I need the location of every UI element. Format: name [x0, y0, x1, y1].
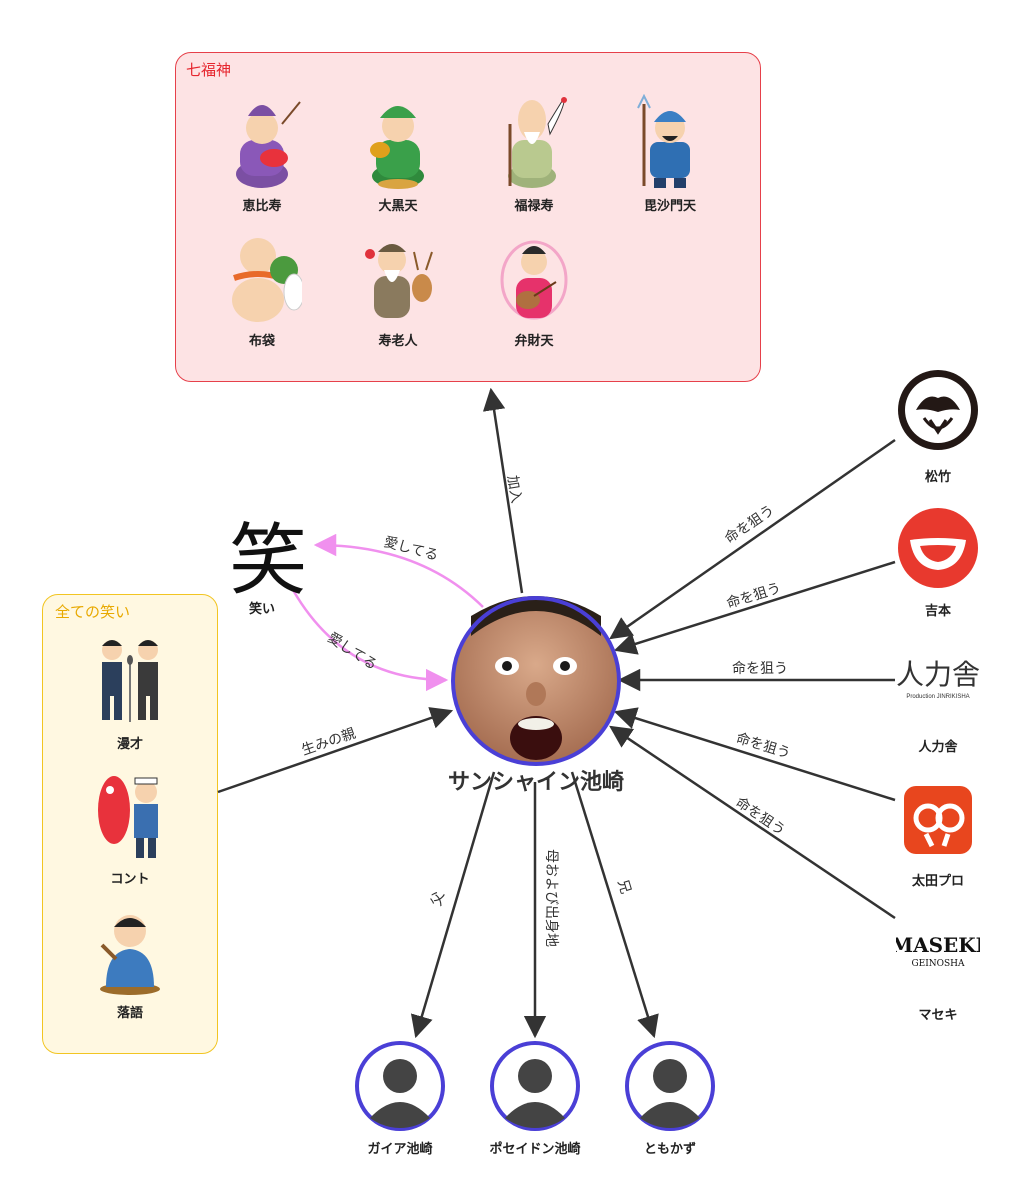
center-name: サンシャイン池崎: [447, 770, 624, 795]
person-gaia: [354, 1040, 446, 1132]
edge-love-2: [291, 589, 449, 692]
god-label: 布袋: [248, 334, 275, 349]
comedy-label: 漫才: [116, 737, 143, 752]
comedy-label: 落語: [116, 1006, 143, 1021]
group-title: 七福神: [186, 61, 232, 79]
edge-label-love-1: 愛してる: [382, 534, 440, 564]
jurojin-figure: [358, 230, 438, 326]
edge-origin: [217, 707, 454, 794]
fukurokuju-figure: [494, 94, 574, 190]
comedy-label: コント: [110, 872, 150, 887]
group-shichifukujin: 七福神: [175, 52, 761, 382]
ebisu-figure: [222, 94, 302, 190]
benzaiten-figure: [494, 230, 574, 326]
warai-kanji: 笑: [229, 516, 308, 606]
edge-label-target: 命を狙う: [732, 660, 788, 677]
god-label: 大黒天: [378, 199, 418, 214]
jinrikisha-logo-subtext: Production JINRIKISHA: [906, 694, 969, 700]
ota-pro-logo: [896, 778, 980, 862]
god-label: 毘沙門天: [643, 199, 696, 214]
edge-target-ota: [613, 707, 896, 802]
edge-label-join: 加入: [504, 474, 524, 504]
edge-label-target: 命を狙う: [733, 794, 789, 839]
jinrikisha-logo-text: 人力舎: [896, 658, 980, 691]
god-label: 寿老人: [378, 334, 418, 349]
group-title: 全ての笑い: [55, 603, 131, 621]
bishamonten-figure: [630, 93, 710, 190]
maseki-logo-subtext: GEINOSHA: [911, 959, 965, 969]
warai-label: 笑い: [248, 602, 275, 617]
god-label: 弁財天: [514, 334, 554, 349]
user-icon: [490, 1041, 580, 1131]
rakugo-figure: [90, 905, 170, 997]
edge-target-maseki: [609, 725, 896, 920]
edge-love-1: [313, 533, 484, 608]
agency-label: 吉本: [924, 604, 951, 619]
jinrikisha-logo: 人力舎 Production JINRIKISHA: [896, 648, 980, 708]
edge-brother: [570, 771, 659, 1039]
conte-figure: [90, 770, 170, 862]
god-label: 福禄寿: [514, 199, 554, 214]
person-poseidon: [489, 1040, 581, 1132]
agency-label: 太田プロ: [911, 874, 964, 889]
edge-label-love-2: 愛してる: [325, 630, 380, 674]
maseki-logo: MASEKI GEINOSHA: [891, 918, 985, 978]
manzai-figure: [90, 632, 170, 724]
edge-label-brother: 兄: [614, 878, 633, 896]
center-photo: [451, 596, 621, 766]
person-tomokazu: [624, 1040, 716, 1132]
family-label: ポセイドン池崎: [489, 1142, 581, 1157]
hotei-figure: [222, 230, 305, 326]
edge-label-target: 命を狙う: [734, 729, 793, 762]
edge-father: [410, 771, 496, 1039]
center-node: [451, 596, 621, 766]
family-label: ガイア池崎: [367, 1142, 433, 1157]
daikokuten-figure: [358, 94, 438, 190]
edge-target-yoshimoto: [613, 560, 896, 655]
edge-label-father: 父: [428, 890, 447, 908]
agency-label: 人力舎: [918, 740, 958, 755]
edge-label-mother: 母および出身地: [543, 849, 559, 947]
god-label: 恵比寿: [242, 199, 282, 214]
edge-target-shochiku: [609, 438, 896, 640]
user-icon: [625, 1041, 715, 1131]
agency-label: マセキ: [918, 1008, 958, 1023]
edge-join: [482, 387, 524, 594]
maseki-logo-text: MASEKI: [896, 933, 980, 957]
agency-label: 松竹: [924, 470, 951, 485]
user-icon: [355, 1041, 445, 1131]
shochiku-logo: [896, 368, 980, 452]
family-label: ともかず: [643, 1142, 696, 1157]
yoshimoto-logo: [896, 506, 980, 590]
